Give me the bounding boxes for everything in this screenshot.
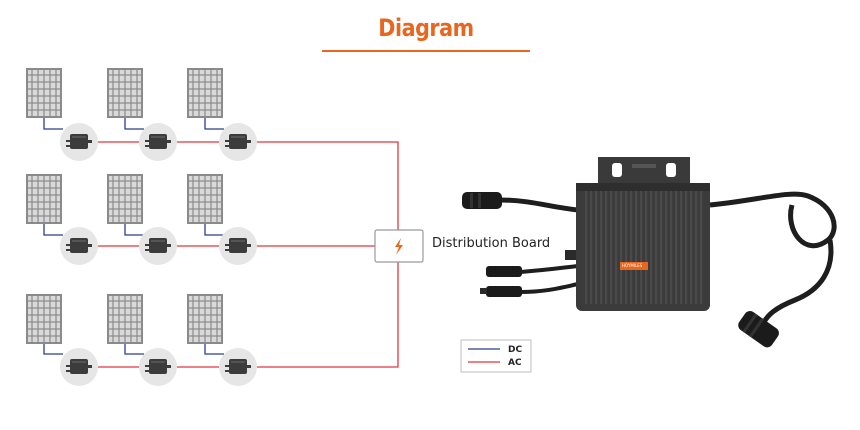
solar-panel-icon [107, 294, 143, 344]
solar-panel-icon [187, 294, 223, 344]
solar-panel-icon [26, 294, 62, 344]
page-title: Diagram [378, 14, 474, 42]
array-row-2 [26, 174, 375, 265]
microinverter-icon [60, 348, 98, 386]
microinverter-icon [219, 227, 257, 265]
solar-panel-icon [187, 174, 223, 224]
microinverter-product [462, 157, 837, 348]
array-row-1 [26, 68, 399, 230]
microinverter-icon [60, 227, 98, 265]
microinverter-icon [60, 123, 98, 161]
title-underline [322, 50, 530, 52]
microinverter-icon [139, 227, 177, 265]
legend-dc-label: DC [508, 345, 523, 355]
microinverter-icon [219, 123, 257, 161]
lightning-bolt-icon [395, 238, 403, 255]
solar-panel-icon [107, 174, 143, 224]
solar-panel-icon [26, 68, 62, 118]
legend-ac-label: AC [508, 358, 522, 368]
microinverter-icon [139, 348, 177, 386]
distribution-board [374, 229, 424, 263]
solar-panel-icon [26, 174, 62, 224]
array-row-3 [26, 262, 399, 386]
inverter-brand-logo: HOYMILES [622, 263, 643, 268]
distribution-board-label: Distribution Board [432, 236, 551, 251]
solar-panel-icon [187, 68, 223, 118]
microinverter-icon [139, 123, 177, 161]
solar-panel-icon [107, 68, 143, 118]
microinverter-icon [219, 348, 257, 386]
wire-legend [460, 339, 532, 373]
